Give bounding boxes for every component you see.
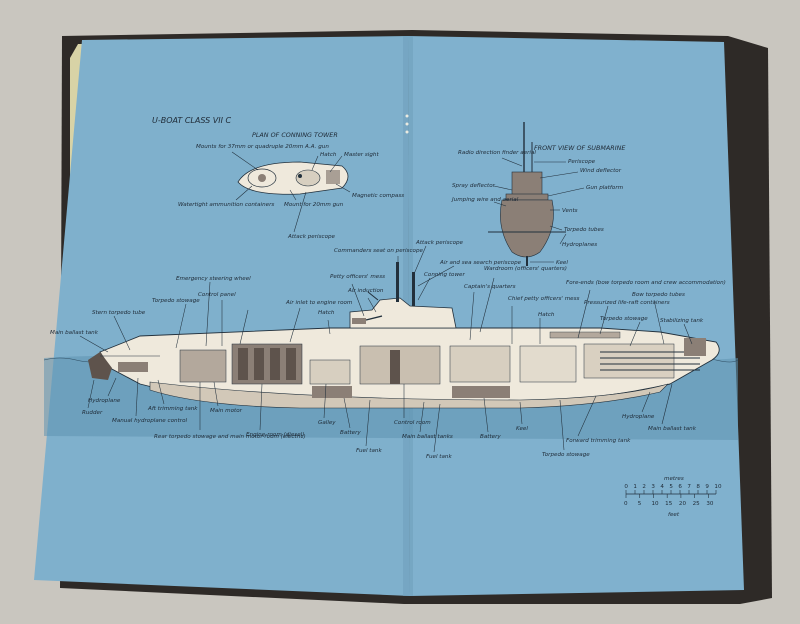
scale-tick-label: 0: [624, 484, 628, 490]
sub-label: Attack periscope: [415, 240, 464, 246]
scale-tick-label: 10: [714, 484, 722, 490]
sub-label: Torpedo stowage: [152, 298, 200, 304]
front-view-title: FRONT VIEW OF SUBMARINE: [534, 144, 626, 152]
scale-tick-label: 3: [651, 484, 655, 490]
sub-label: Captain's quarters: [464, 284, 516, 290]
submarine-cutaway: [88, 262, 720, 409]
sub-label: Stabilizing tank: [660, 318, 704, 324]
sub-label: Aft trimming tank: [147, 406, 198, 412]
sub-label: Engine-room (diesel): [246, 432, 304, 438]
sub-label: Torpedo stowage: [542, 452, 590, 458]
front-label: Torpedo tubes: [564, 227, 604, 233]
sub-label: Chief petty officers' mess: [508, 296, 580, 302]
sub-label: Pressurized life-raft containers: [584, 300, 670, 306]
scale-tick-label: 4: [660, 484, 664, 490]
front-label: Hydroplanes: [562, 242, 597, 248]
sub-label: Main ballast tanks: [402, 434, 453, 440]
scale-tick-label: 10: [651, 501, 659, 507]
sub-label: Air and sea search periscope: [439, 260, 522, 266]
sub-label: Wardroom (officers' quarters): [484, 266, 567, 272]
scale-tick-label: 8: [696, 484, 700, 490]
conning-label: Attack periscope: [287, 234, 336, 240]
scale-tick-label: 2: [642, 484, 646, 490]
sub-label: Commanders seat on periscope: [334, 248, 423, 254]
conning-label: Hatch: [320, 152, 337, 158]
sub-label: Main ballast tank: [648, 426, 697, 432]
sub-label: Fore-ends (bow torpedo room and crew acc…: [566, 280, 726, 286]
sub-label: Keel: [516, 426, 528, 432]
sub-label: Forward trimming tank: [566, 438, 631, 444]
front-label: Gun platform: [586, 185, 624, 191]
sub-label: Rudder: [82, 410, 103, 416]
conning-tower-plan: [237, 161, 349, 195]
binding-holes: [405, 114, 409, 134]
scale-tick-label: 5: [669, 484, 673, 490]
scale-tick-label: 5: [638, 501, 642, 507]
sub-label: Stern torpedo tube: [92, 310, 146, 316]
sub-label: Rear torpedo stowage and main motor-room…: [154, 434, 306, 440]
conning-label: Mounts for 37mm or quadruple 20mm A.A. g…: [196, 144, 329, 150]
front-label: Wind deflector: [580, 168, 622, 174]
sub-label: Main ballast tank: [50, 330, 99, 336]
main-title: U-BOAT CLASS VII C: [152, 116, 232, 125]
sub-label: Air inlet to engine room: [285, 300, 353, 306]
sub-label: Hydroplane: [622, 414, 655, 420]
front-label-lines: [493, 157, 585, 263]
scale-tick-label: 25: [693, 501, 701, 507]
front-label: Keel: [556, 260, 568, 266]
sub-label: Petty officers' mess: [330, 274, 385, 280]
sub-label: Battery: [480, 434, 501, 440]
sub-label: Main motor: [210, 408, 243, 414]
bottom-label-lines: [87, 377, 673, 453]
sub-label: Galley: [318, 420, 336, 426]
scale-tick-label: 15: [665, 501, 673, 507]
conning-label: Master sight: [344, 152, 379, 158]
sub-label: Conning tower: [424, 272, 465, 278]
sub-label: Torpedo stowage: [600, 316, 648, 322]
conning-label-lines: [231, 151, 351, 233]
scale-tick-label: 30: [706, 501, 714, 507]
sub-label: Control room: [394, 420, 431, 426]
sub-label: Emergency steering wheel: [176, 276, 251, 282]
front-label: Spray deflector: [452, 183, 496, 189]
sub-label: Hatch: [318, 310, 335, 316]
scale-unit-metres: metres: [664, 476, 684, 482]
scale-tick-label: 20: [679, 501, 687, 507]
front-label: Periscope: [568, 159, 596, 165]
sub-label: Battery: [340, 430, 361, 436]
scale-unit-feet: feet: [668, 512, 680, 518]
scale-tick-label: 6: [678, 484, 682, 490]
scale-tick-label: 9: [705, 484, 709, 490]
conning-label: Watertight ammunition containers: [178, 202, 274, 208]
sub-label: Fuel tank: [426, 454, 452, 460]
scale-tick-label: 0: [624, 501, 628, 507]
right-page: [408, 36, 744, 596]
conning-plan-title: PLAN OF CONNING TOWER: [252, 131, 338, 139]
sub-label: Air induction: [347, 288, 384, 294]
front-label: Radio direction finder aerial: [458, 150, 536, 156]
scale-tick-label: 7: [687, 484, 691, 490]
scale-tick-label: 1: [633, 484, 637, 490]
front-label: Jumping wire and aerial: [451, 197, 519, 203]
sub-label: Fuel tank: [356, 448, 382, 454]
sub-label: Bow torpedo tubes: [632, 292, 685, 298]
sub-label: Manual hydroplane control: [112, 418, 187, 424]
top-label-lines: [79, 245, 693, 353]
conning-label: Magnetic compass: [352, 193, 404, 199]
front-view-submarine: [488, 122, 566, 266]
sub-label: Hatch: [538, 312, 555, 318]
conning-label: Mount for 20mm gun: [284, 202, 344, 208]
sub-label: Hydroplane: [88, 398, 121, 404]
front-label: Vents: [562, 208, 578, 214]
sub-label: Control panel: [198, 292, 236, 298]
